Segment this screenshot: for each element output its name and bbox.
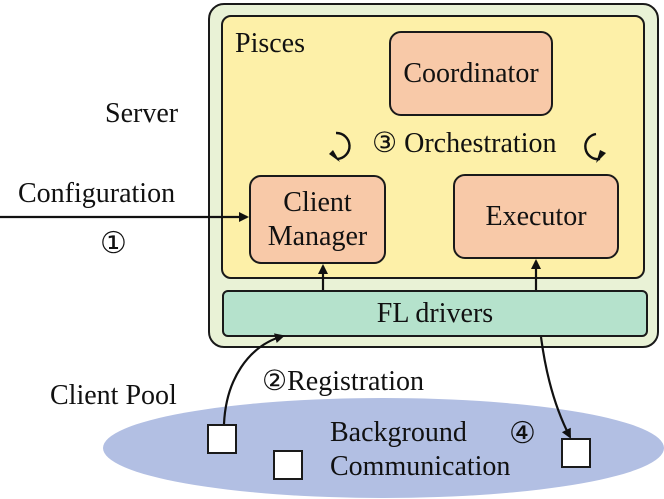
coordinator-box: Coordinator [389, 31, 553, 116]
client-manager-label-line2: Manager [267, 220, 368, 252]
client-node [273, 450, 303, 480]
server-label: Server [105, 98, 179, 129]
client-manager-label-line1: Client [283, 186, 352, 218]
background-step-marker: ④ [509, 417, 536, 450]
fl-drivers-box: FL drivers [222, 290, 648, 337]
coordinator-label: Coordinator [403, 57, 539, 89]
background-communication-arrow [539, 336, 571, 439]
communication-label: Communication [330, 451, 511, 482]
client-manager-box: Client Manager [249, 175, 386, 264]
client-pool-label: Client Pool [50, 380, 177, 411]
background-label: Background [330, 417, 467, 448]
orchestration-label: ③ Orchestration [372, 128, 557, 159]
configuration-step-marker: ① [100, 227, 127, 260]
executor-label: Executor [485, 200, 587, 232]
orchestration-cycle-left-icon [335, 131, 351, 161]
client-node [207, 424, 237, 454]
fl-drivers-label: FL drivers [376, 297, 494, 329]
registration-label: ②Registration [262, 366, 424, 397]
executor-box: Executor [453, 174, 619, 259]
registration-curve [222, 333, 285, 425]
client-node [561, 438, 591, 468]
configuration-label: Configuration [18, 178, 176, 209]
orchestration-cycle-right-icon [584, 132, 601, 161]
pisces-label: Pisces [235, 28, 305, 59]
